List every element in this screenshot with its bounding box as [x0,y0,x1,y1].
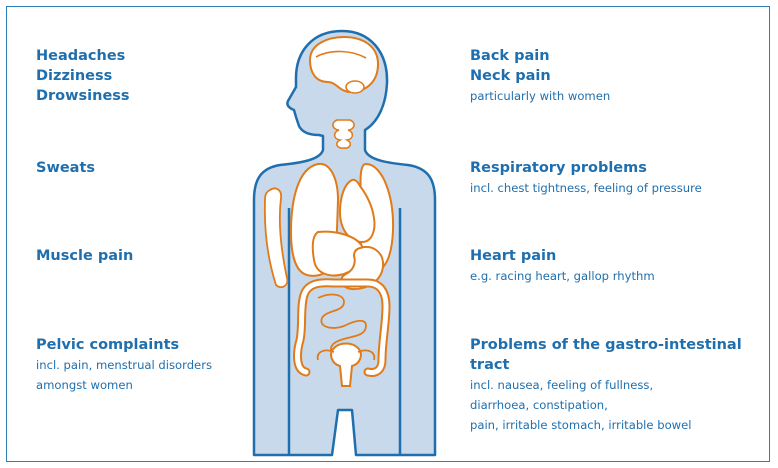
respiratory-title: Respiratory problems [470,158,702,178]
back-pain-group: Back pain Neck pain particularly with wo… [470,46,610,106]
back-pain-detail: particularly with women [470,86,610,106]
heart-pain-title: Heart pain [470,246,655,266]
back-pain-label: Back pain [470,46,610,66]
gastro-detail-2: diarrhoea, constipation, [470,395,778,415]
pelvic-detail-2: amongst women [36,375,212,395]
cerebellum-organ [346,81,364,93]
muscle-pain-label: Muscle pain [36,246,133,266]
pelvic-detail-1: incl. pain, menstrual disorders [36,355,212,375]
neck-pain-label: Neck pain [470,66,610,86]
muscle-pain-group: Muscle pain [36,246,133,266]
dizziness-label: Dizziness [36,66,130,86]
gastro-title: Problems of the gastro-intestinal tract [470,335,778,375]
sweats-label: Sweats [36,158,95,178]
gastro-detail-1: incl. nausea, feeling of fullness, [470,375,778,395]
drowsiness-label: Drowsiness [36,86,130,106]
heart-pain-group: Heart pain e.g. racing heart, gallop rhy… [470,246,655,286]
heart-pain-detail: e.g. racing heart, gallop rhythm [470,266,655,286]
thyroid-organ [333,120,354,148]
sweats-group: Sweats [36,158,95,178]
headaches-label: Headaches [36,46,130,66]
respiratory-group: Respiratory problems incl. chest tightne… [470,158,702,198]
head-symptoms-group: Headaches Dizziness Drowsiness [36,46,130,106]
gastro-group: Problems of the gastro-intestinal tract … [470,335,778,435]
pelvic-title: Pelvic complaints [36,335,212,355]
pelvic-group: Pelvic complaints incl. pain, menstrual … [36,335,212,395]
gastro-detail-3: pain, irritable stomach, irritable bowel [470,415,778,435]
respiratory-detail: incl. chest tightness, feeling of pressu… [470,178,702,198]
